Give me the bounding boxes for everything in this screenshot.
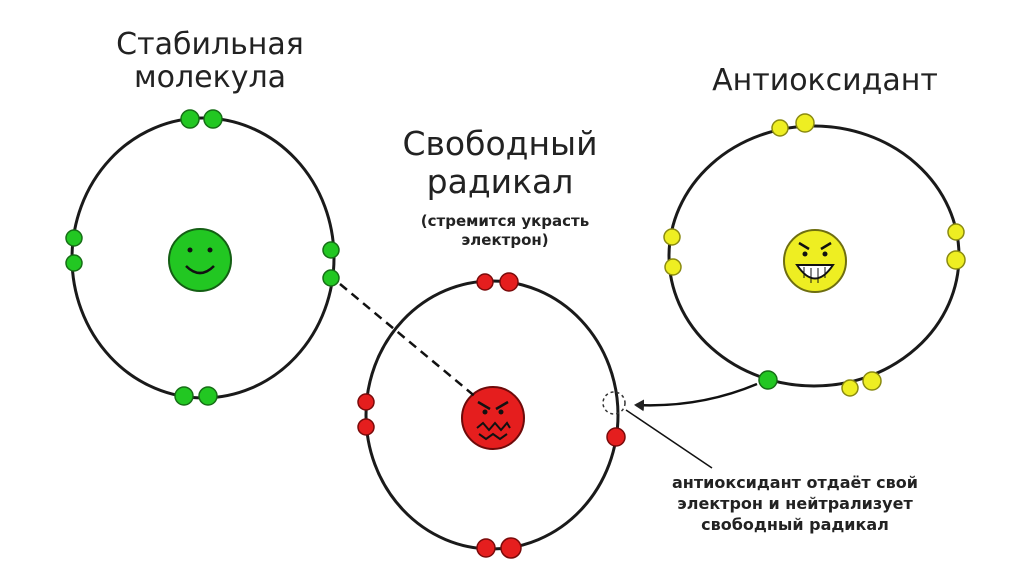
- stable-electron: [65, 229, 83, 247]
- stable-electrons: [65, 109, 340, 406]
- stable-electron: [180, 109, 200, 129]
- smile-face-icon: [168, 228, 232, 292]
- antioxidant-molecule: [663, 113, 966, 397]
- stable-molecule-title: Стабильная молекула: [80, 28, 340, 94]
- antioxidant-electron: [771, 119, 789, 137]
- radical-subtitle-line1: (стремится украсть: [420, 212, 590, 230]
- radical-title-line2: радикал: [426, 162, 574, 201]
- radical-electrons: [357, 272, 626, 559]
- antioxidant-electron: [946, 250, 966, 270]
- stable-electron: [198, 386, 218, 406]
- stable-electron: [322, 241, 340, 259]
- antioxidant-electron: [663, 228, 681, 246]
- radical-electron: [499, 272, 519, 292]
- stable-title-line2: молекула: [133, 60, 287, 95]
- antioxidant-title: Антиоксидант: [690, 64, 960, 98]
- note-line1: антиоксидант отдаёт свой: [672, 473, 918, 492]
- note-line2: электрон и нейтрализует: [677, 494, 913, 513]
- stable-electron: [322, 269, 340, 287]
- radical-electron: [357, 393, 375, 411]
- radical-electron: [606, 427, 626, 447]
- antioxidant-electron: [947, 223, 965, 241]
- donated-electron: [758, 370, 778, 390]
- missing-electron-slot: [602, 391, 626, 415]
- angry-face-icon: [461, 386, 525, 450]
- stable-electron: [65, 254, 83, 272]
- radical-subtitle-line2: электрон): [461, 231, 549, 249]
- radical-electron: [357, 418, 375, 436]
- radical-electron: [500, 537, 522, 559]
- radical-electron: [476, 273, 494, 291]
- antioxidant-electron: [795, 113, 815, 133]
- steal-dashed-line: [339, 283, 478, 399]
- stable-molecule: [65, 109, 340, 406]
- donation-arrow: [634, 382, 758, 412]
- stable-title-line1: Стабильная: [116, 27, 304, 62]
- antioxidant-electron: [664, 258, 682, 276]
- free-radical-subtitle: (стремится украсть электрон): [385, 212, 625, 250]
- stable-electron: [203, 109, 223, 129]
- neutralization-note: антиоксидант отдаёт свой электрон и нейт…: [640, 472, 950, 535]
- free-radical-title: Свободный радикал: [360, 125, 640, 201]
- antioxidant-electrons: [663, 113, 966, 397]
- note-pointer-line: [625, 409, 713, 469]
- free-radical: [357, 272, 626, 559]
- radical-electron: [476, 538, 496, 558]
- stable-electron: [174, 386, 194, 406]
- note-line3: свободный радикал: [701, 515, 889, 534]
- antioxidant-electron: [862, 371, 882, 391]
- antioxidant-electron: [841, 379, 859, 397]
- antioxidant-title-text: Антиоксидант: [712, 63, 938, 98]
- grin-face-icon: [783, 229, 847, 293]
- radical-title-line1: Свободный: [402, 124, 598, 163]
